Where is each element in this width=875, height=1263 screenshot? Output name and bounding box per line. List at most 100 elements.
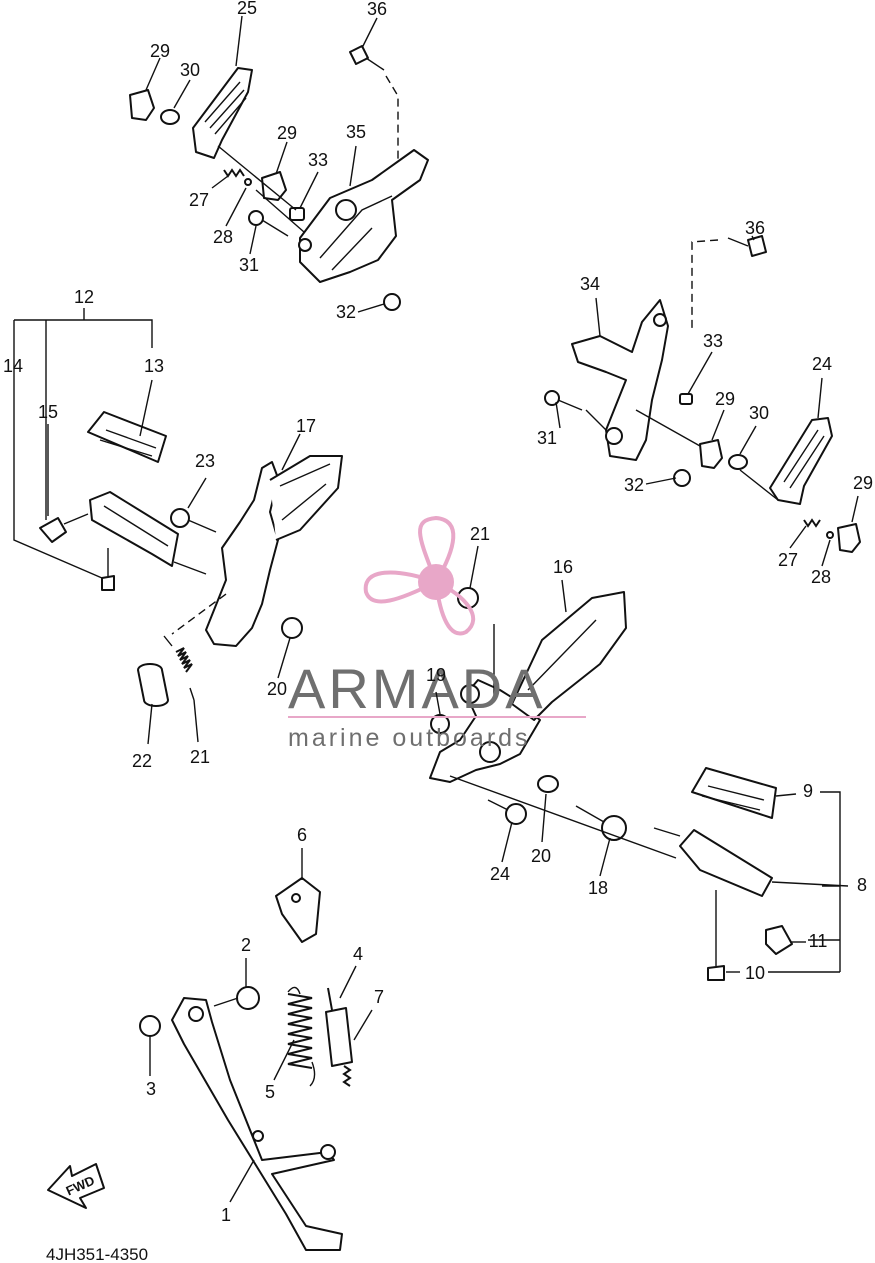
holder-29d (837, 523, 861, 553)
propeller-logo-icon (363, 515, 476, 636)
watermark-divider (288, 716, 586, 718)
damper-33a (289, 207, 305, 221)
pivot-rod (173, 561, 207, 575)
callout-26: 25 (237, 0, 257, 18)
leader-lines (13, 15, 859, 1203)
front-right-footrest-assembly (429, 587, 793, 981)
propeller-hub (418, 564, 454, 600)
fwd-arrow-icon: FWD (47, 1163, 105, 1209)
rear-footrest-25 (769, 417, 833, 505)
callout-21b: 21 (470, 524, 490, 544)
callout-29d: 29 (853, 473, 873, 493)
bushing-30c (728, 454, 748, 470)
callout-3: 3 (146, 1079, 156, 1099)
callout-10: 10 (745, 963, 765, 983)
bolt-36a (349, 45, 385, 71)
callout-30a: 30 (180, 60, 200, 80)
bolt-24b (487, 799, 527, 825)
callout-6: 6 (297, 825, 307, 845)
footrest-8 (679, 829, 773, 897)
callout-19: 19 (426, 665, 446, 685)
bracket-34 (571, 299, 669, 461)
bolt-18 (575, 805, 627, 841)
callout-33a: 33 (308, 150, 328, 170)
bolt-10 (707, 890, 725, 981)
bushing-23 (137, 663, 169, 707)
callout-29c: 29 (715, 389, 735, 409)
ball-28b (826, 531, 834, 539)
callout-36b: 36 (745, 218, 765, 238)
callout-20: 20 (531, 846, 551, 866)
part-code: 4JH351-4350 (46, 1245, 148, 1263)
callout-32a: 32 (336, 302, 356, 322)
sidestand-assembly (139, 877, 353, 1251)
callout-28b: 28 (811, 567, 831, 587)
callout-11: 11 (809, 931, 828, 951)
plate-6 (275, 877, 321, 943)
callout-12: 12 (74, 287, 94, 307)
callout-29a: 29 (150, 41, 170, 61)
spring-27a (223, 168, 245, 178)
callout-labels: 25 36 29 30 29 35 33 27 28 31 32 36 34 3… (3, 0, 873, 1225)
callout-4: 4 (353, 944, 363, 964)
callout-23: 22 (132, 751, 152, 771)
ball-28a (244, 178, 252, 186)
bushing-30a (160, 109, 180, 125)
spring-4-7 (325, 1007, 353, 1067)
holder-29b (261, 171, 287, 201)
callout-25: 24 (812, 354, 832, 374)
callout-15: 15 (38, 402, 58, 422)
bolt-31b (544, 390, 583, 411)
callout-35: 35 (346, 122, 366, 142)
holder-29a (129, 89, 155, 121)
bolt-36b (727, 235, 767, 257)
bracket-35 (299, 149, 429, 283)
rear-right-bracket-assembly (544, 235, 861, 553)
armada-watermark: ARMADA marine outboards (288, 515, 586, 752)
callout-22: 21 (190, 747, 210, 767)
nut-3 (139, 1015, 161, 1037)
watermark-tagline: marine outboards (288, 724, 531, 752)
callout-34: 34 (580, 274, 600, 294)
nut-32b (673, 469, 691, 487)
callout-27b: 27 (778, 550, 798, 570)
callout-24a: 23 (195, 451, 215, 471)
bolt-11 (765, 925, 793, 955)
return-spring-22 (175, 647, 193, 673)
callout-31b: 31 (537, 428, 557, 448)
washer-19 (430, 714, 450, 734)
callout-27a: 27 (189, 190, 209, 210)
callout-36a: 36 (367, 0, 387, 19)
footrest-12 (89, 491, 179, 567)
spring-5 (287, 993, 313, 1069)
bolt-14 (101, 548, 115, 591)
callout-13: 13 (144, 356, 164, 376)
callout-31a: 31 (239, 255, 259, 275)
front-left-footrest-assembly (39, 411, 343, 707)
callout-2: 2 (241, 935, 251, 955)
bracket-17 (205, 461, 279, 647)
callout-14: 14 (3, 356, 23, 376)
callout-28a: 28 (213, 227, 233, 247)
collar-21a (281, 617, 303, 639)
washer-20 (537, 775, 559, 793)
callout-9: 9 (803, 781, 813, 801)
holder-29c (699, 439, 723, 469)
callout-33b: 33 (703, 331, 723, 351)
callout-24b: 24 (490, 864, 510, 884)
bolt-2 (213, 986, 260, 1010)
callout-8: 8 (857, 875, 867, 895)
callout-18: 18 (588, 878, 608, 898)
bolt-24a (170, 508, 217, 533)
callout-1: 1 (221, 1205, 231, 1225)
callout-29b: 29 (277, 123, 297, 143)
sidestand-1 (171, 997, 343, 1251)
spring-27b (803, 518, 821, 528)
callout-7: 7 (374, 987, 384, 1007)
damper-33b (679, 393, 693, 405)
callout-5: 5 (265, 1082, 275, 1102)
callout-32b: 32 (624, 475, 644, 495)
callout-17: 17 (296, 416, 316, 436)
callout-21a: 20 (267, 679, 287, 699)
